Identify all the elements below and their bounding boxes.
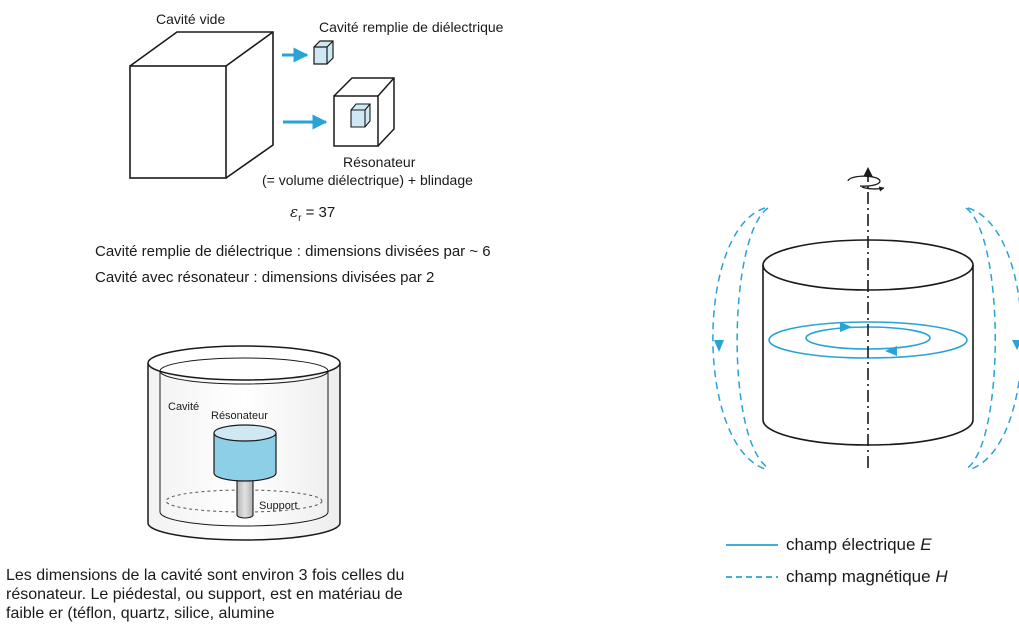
note-filled-cavity: Cavité remplie de diélectrique : dimensi… — [95, 243, 491, 260]
h-arrow-left — [714, 340, 724, 352]
empty-cavity-label: Cavité vide — [156, 11, 226, 27]
legend-electric-text: champ électrique — [786, 535, 921, 554]
assembly-support-label: Support — [259, 500, 298, 512]
assembly-cavity-label: Cavité — [168, 401, 200, 413]
empty-cavity-cube — [129, 31, 274, 179]
e-arrow-top — [840, 322, 852, 332]
resonator-cube — [350, 103, 371, 128]
caption-line: Les dimensions de la cavité sont environ… — [6, 567, 405, 584]
epsilon-subscript: r — [298, 213, 302, 224]
cavity-assembly — [147, 345, 341, 541]
resonator-label: Résonateur — [343, 154, 416, 170]
legend-magnetic: champ magnétique H — [786, 567, 948, 587]
permittivity-value: εr = 37 — [290, 204, 335, 227]
shielded-resonator-box — [333, 77, 395, 147]
h-arrow-right — [1012, 340, 1019, 350]
resonator-puck — [213, 424, 277, 482]
filled-cavity-label: Cavité remplie de diélectrique — [319, 19, 504, 35]
assembly-caption: Les dimensions de la cavité sont environ… — [6, 566, 404, 623]
field-pattern-diagram — [712, 167, 1019, 578]
epsilon-value: = 37 — [305, 204, 336, 221]
caption-line: résonateur. Le piédestal, ou support, es… — [6, 586, 403, 603]
resonator-note: (= volume diélectrique) + blindage — [262, 172, 473, 188]
epsilon-symbol: ε — [290, 203, 299, 221]
assembly-resonator-label: Résonateur — [211, 410, 268, 422]
legend-electric-symbol: E — [920, 535, 932, 554]
magnetic-field-lines — [712, 207, 1019, 471]
rotation-arrow — [847, 175, 884, 189]
e-arrow-bottom — [885, 346, 897, 356]
note-resonator-cavity: Cavité avec résonateur : dimensions divi… — [95, 269, 435, 286]
legend-magnetic-text: champ magnétique — [786, 567, 936, 586]
support-post — [236, 478, 254, 519]
filled-cavity-cube — [313, 40, 334, 65]
legend-magnetic-symbol: H — [935, 567, 948, 586]
legend-electric: champ électrique E — [786, 535, 932, 555]
caption-line: faible er (téflon, quartz, silice, alumi… — [6, 605, 275, 622]
